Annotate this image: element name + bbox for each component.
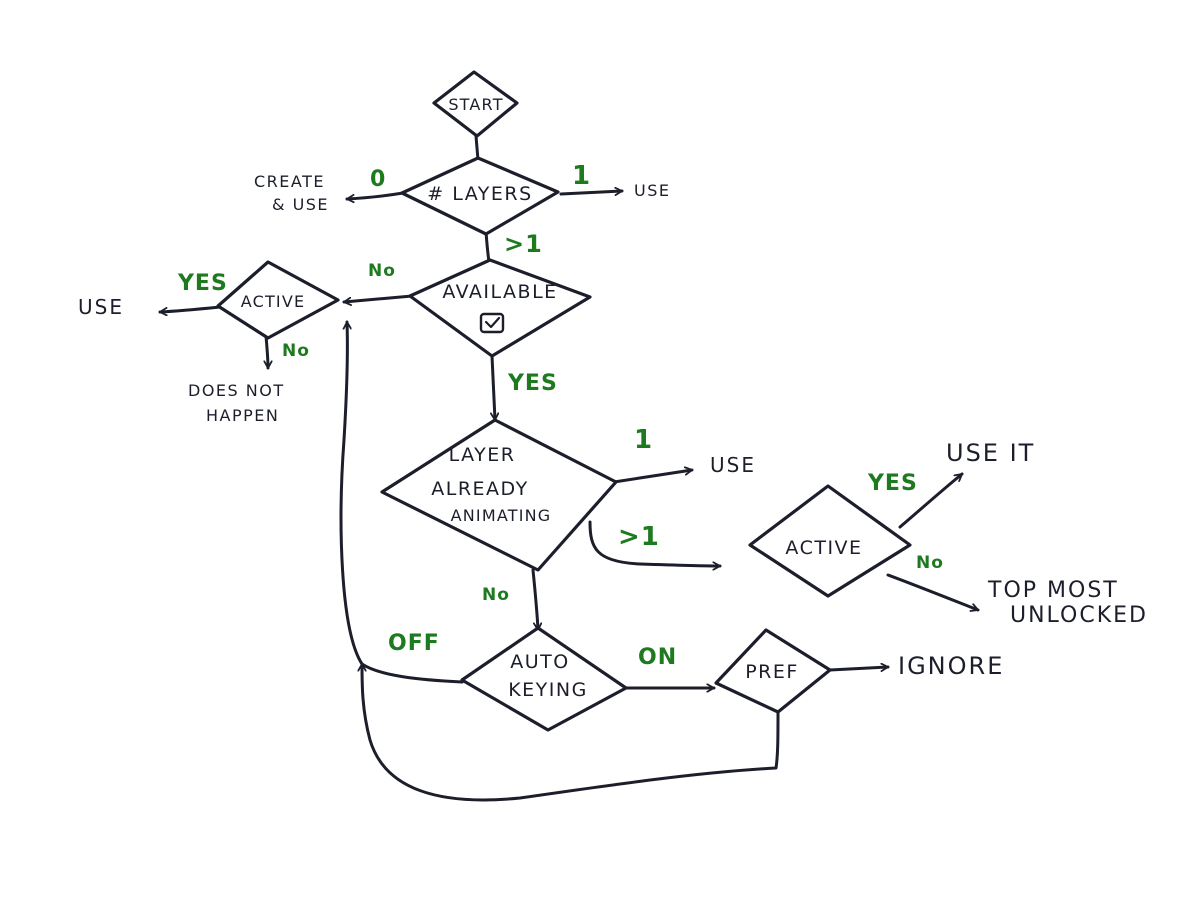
label-active-left-no: No: [282, 341, 310, 361]
label-available-no: No: [368, 261, 396, 281]
outcome-use-layer-already: USE: [710, 453, 756, 477]
node-available-label: AVAILABLE: [442, 281, 557, 303]
node-layer-already-line3: ANIMATING: [451, 506, 552, 525]
edge-pref-to-ignore: [828, 667, 890, 670]
edge-active-right-to-use-it: [898, 472, 964, 529]
edge-layers-to-available: [484, 230, 491, 264]
node-pref-label: PREF: [745, 661, 799, 683]
label-active-right-no: No: [916, 553, 944, 573]
edge-layers-to-create-use: [345, 191, 405, 199]
node-active-right: ACTIVE: [748, 484, 912, 598]
edge-layer-already-to-use: [612, 470, 694, 484]
node-layers: # LAYERS: [400, 156, 560, 236]
outcome-use-it: USE IT: [946, 439, 1035, 467]
node-auto-keying-shape: [460, 626, 628, 732]
node-layers-shape: [400, 156, 560, 236]
label-layers-many: >1: [504, 230, 543, 258]
outcome-create-use-line1: CREATE: [254, 172, 325, 191]
checkbox-icon: [479, 312, 505, 334]
node-active-right-label: ACTIVE: [785, 537, 862, 559]
node-start: START: [432, 70, 519, 138]
node-layer-already-shape: [380, 418, 618, 572]
label-layer-no: No: [482, 585, 510, 605]
edge-available-to-active-left: [342, 294, 414, 302]
node-layer-already-line1: LAYER: [449, 444, 516, 466]
edge-layers-to-use: [559, 191, 624, 194]
node-start-shape: [432, 70, 519, 138]
outcome-use-layers: USE: [634, 181, 670, 200]
checkmark-icon: [484, 316, 501, 329]
edge-layer-already-to-active-right: [588, 520, 722, 566]
node-pref: PREF: [714, 628, 832, 714]
node-active-left-label: ACTIVE: [241, 292, 306, 311]
outcome-does-not-happen-line2: HAPPEN: [206, 406, 279, 425]
edge-active-right-to-top-most: [886, 573, 980, 610]
edge-active-left-to-does-not-happen: [266, 334, 268, 370]
node-auto-keying-line1: AUTO: [510, 651, 569, 673]
label-auto-off: OFF: [388, 631, 440, 656]
node-available-shape: [408, 258, 592, 358]
node-active-right-shape: [748, 484, 912, 598]
node-auto-keying-line2: KEYING: [508, 679, 588, 701]
node-layer-already-animating: LAYER ALREADY ANIMATING: [380, 418, 618, 572]
label-active-left-yes: YES: [177, 271, 228, 296]
edge-pref-loop-back: [362, 662, 780, 802]
node-auto-keying: AUTO KEYING: [460, 626, 628, 732]
outcome-top-most-line1: TOP MOST: [987, 578, 1119, 603]
label-layer-many: >1: [618, 522, 660, 552]
node-available: AVAILABLE: [408, 258, 592, 358]
edge-auto-keying-off-loop: [339, 320, 464, 684]
label-layers-one: 1: [572, 161, 591, 191]
node-active-left-shape: [216, 260, 340, 340]
outcome-top-most-line2: UNLOCKED: [1010, 603, 1148, 628]
node-layer-already-line2: ALREADY: [431, 478, 528, 500]
label-layer-one: 1: [634, 425, 653, 455]
edge-layer-already-to-auto-keying: [531, 568, 538, 632]
label-available-yes: YES: [507, 371, 558, 396]
node-pref-shape: [714, 628, 832, 714]
label-layers-zero: 0: [370, 167, 386, 192]
outcome-use-active-left: USE: [78, 295, 124, 319]
node-active-left: ACTIVE: [216, 260, 340, 340]
outcomes: CREATE & USE USE USE DOES NOT HAPPEN USE…: [78, 172, 1148, 680]
label-auto-on: ON: [638, 645, 677, 670]
edges: [158, 134, 980, 802]
outcome-create-use-line2: & USE: [272, 195, 329, 214]
label-active-right-yes: YES: [867, 471, 918, 496]
edge-start-to-layers: [474, 134, 480, 162]
edge-active-left-to-use: [158, 305, 222, 312]
edge-available-to-layer-already: [492, 354, 495, 422]
node-layers-label: # LAYERS: [427, 183, 532, 205]
outcome-ignore: IGNORE: [898, 652, 1004, 680]
node-start-label: START: [448, 95, 503, 114]
outcome-does-not-happen-line1: DOES NOT: [188, 381, 285, 400]
edge-labels: 0 1 >1 No YES YES No 1 >1 No YES No ON O…: [177, 161, 944, 670]
